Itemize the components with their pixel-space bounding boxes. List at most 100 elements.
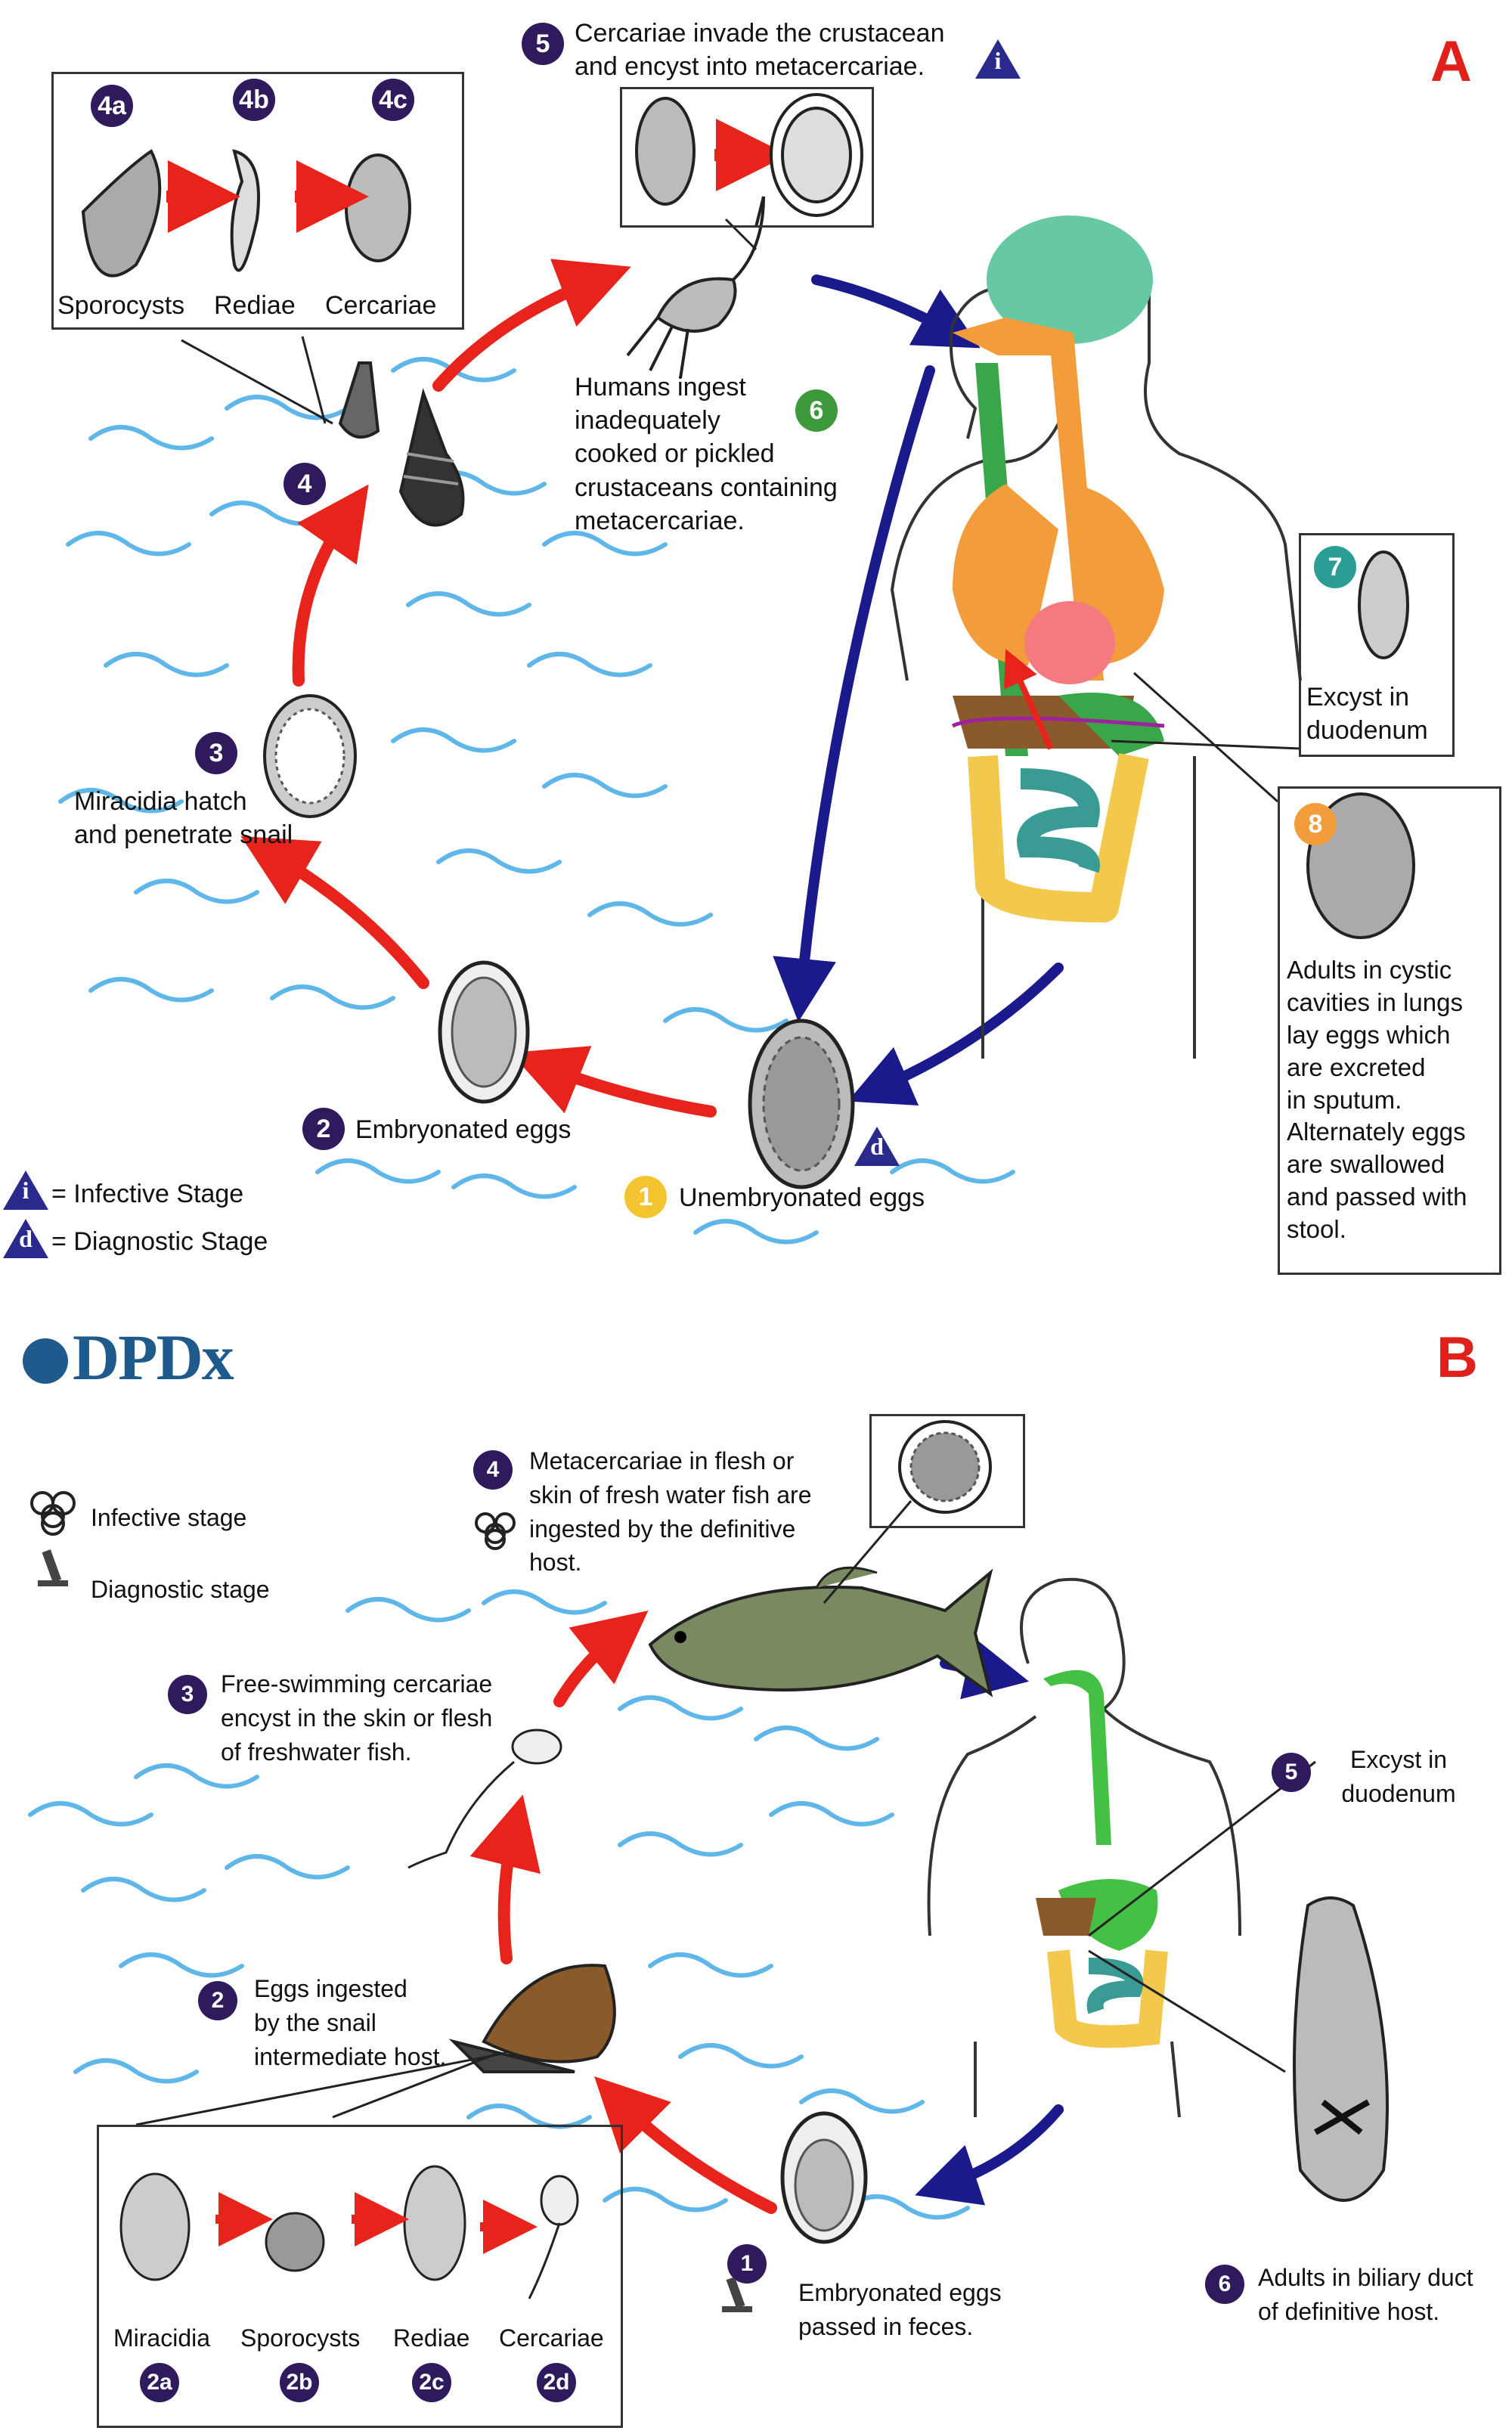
miracidium-egg xyxy=(263,694,357,818)
metacercariae-box-a xyxy=(620,87,874,228)
crustacean xyxy=(626,196,765,379)
step-badge-7-a: 7 xyxy=(1314,546,1356,588)
step2-b-line3: intermediate host. xyxy=(254,2042,447,2070)
step1-b-line1: Embryonated eggs xyxy=(798,2279,1002,2306)
step8-a-line9: stool. xyxy=(1287,1215,1346,1244)
metacercaria-b-icon xyxy=(898,1420,992,1514)
step-text-5-a: Cercariae invade the crustacean and ency… xyxy=(575,17,998,83)
step-badge-5-b: 5 xyxy=(1272,1753,1311,1792)
infective-stage-icon-step5 xyxy=(975,39,1021,79)
legend-diagnostic-text: = Diagnostic Stage xyxy=(51,1227,268,1256)
step-text-6-b: Adults in biliary duct of definitive hos… xyxy=(1258,2261,1507,2329)
microscope-icon-step1 xyxy=(722,2277,752,2312)
biohazard-icon xyxy=(30,1491,76,1536)
step-badge-4-a: 4 xyxy=(284,463,326,505)
cercaria-b xyxy=(407,1729,562,1869)
larval-stages-b-icons xyxy=(119,2165,579,2299)
step6-b-line2: of definitive host. xyxy=(1258,2297,1440,2325)
legend-infective-icon xyxy=(3,1170,48,1210)
step-text-8-a: Adults in cystic cavities in lungs lay e… xyxy=(1287,954,1498,1246)
stage-label-sporocysts-b: Sporocysts xyxy=(240,2324,361,2352)
step3-b-line3: of freshwater fish. xyxy=(221,1738,412,1766)
step7-a-line2: duodenum xyxy=(1306,716,1428,746)
step8-a-line7: are swallowed xyxy=(1287,1150,1445,1179)
stage-label-sporocysts-a: Sporocysts xyxy=(57,291,185,320)
step-badge-8-a: 8 xyxy=(1294,803,1337,845)
snail-b xyxy=(448,1964,616,2073)
step-badge-4-b: 4 xyxy=(473,1450,513,1490)
blue-arrows-a xyxy=(773,274,1064,1106)
human-organs-b xyxy=(1036,1670,1168,2048)
legend-infective-text: = Infective Stage xyxy=(51,1180,244,1208)
step-badge-2-a: 2 xyxy=(302,1108,345,1150)
step4-b-line1: Metacercariae in flesh or xyxy=(529,1447,795,1474)
dpdx-logo-icon xyxy=(23,1338,68,1384)
step6-a-line4: crustaceans containing xyxy=(575,473,838,502)
step-badge-3-b: 3 xyxy=(168,1675,207,1714)
red-arrows-a xyxy=(240,259,717,1118)
step8-a-line3: lay eggs which xyxy=(1287,1020,1451,1049)
excyst-box-a xyxy=(1299,533,1455,757)
step3-a-line1: Miracidia hatch xyxy=(74,787,247,816)
step-badge-6-b: 6 xyxy=(1205,2265,1244,2304)
step6-a-line5: metacercariae. xyxy=(575,506,745,535)
dpdx-logo-text: DPDx xyxy=(73,1321,234,1394)
step-text-6-a: Humans ingest inadequately cooked or pic… xyxy=(575,371,922,538)
step-badge-2-b: 2 xyxy=(198,1981,237,2020)
excysted-metacercaria-a xyxy=(1358,550,1409,659)
legend-diagnostic-stage-b: Diagnostic stage xyxy=(91,1576,270,1603)
callout-lines-a xyxy=(181,218,1301,803)
adult-fluke-b xyxy=(1293,1896,1389,2202)
metacercaria-box-b xyxy=(869,1414,1025,1528)
stage-label-miracidia-b: Miracidia xyxy=(113,2324,211,2352)
step6-a-line1: Humans ingest xyxy=(575,373,746,402)
migration-arrow-a xyxy=(1004,649,1054,750)
step5-a-line1: Cercariae invade the crustacean xyxy=(575,19,945,48)
step4-b-line3: ingested by the definitive xyxy=(529,1515,796,1543)
step6-a-line3: cooked or pickled xyxy=(575,439,775,469)
step-badge-6-a: 6 xyxy=(795,389,838,432)
step-badge-4a-a: 4a xyxy=(91,85,133,127)
legend-diagnostic-symbol: d xyxy=(19,1225,33,1252)
step5-a-line2: and encyst into metacercariae. xyxy=(575,52,925,82)
step-badge-2c-b: 2c xyxy=(412,2363,451,2402)
step-text-2-b: Eggs ingested by the snail intermediate … xyxy=(254,1972,481,2073)
step-badge-2b-b: 2b xyxy=(280,2363,319,2402)
diagnostic-symbol-step1: d xyxy=(870,1133,884,1160)
step-text-1-b: Embryonated eggs passed in feces. xyxy=(798,2276,1055,2344)
larval-stages-a-icons xyxy=(81,149,411,278)
step2-b-line2: by the snail xyxy=(254,2008,376,2036)
step-badge-2d-b: 2d xyxy=(537,2363,576,2402)
infective-symbol-step5: i xyxy=(994,47,1002,74)
step-text-3-b: Free-swimming cercariae encyst in the sk… xyxy=(221,1667,553,1769)
step8-a-line6: Alternately eggs xyxy=(1287,1118,1466,1146)
step-text-3-a: Miracidia hatch and penetrate snail xyxy=(74,785,346,851)
step8-a-line8: and passed with xyxy=(1287,1183,1467,1211)
legend-infective-symbol: i xyxy=(22,1177,29,1204)
human-silhouette-b xyxy=(927,1577,1241,2118)
step8-a-line1: Adults in cystic xyxy=(1287,956,1452,984)
step8-a-line2: cavities in lungs xyxy=(1287,988,1463,1016)
stage-label-cercariae-b: Cercariae xyxy=(499,2324,604,2352)
adults-box-a xyxy=(1278,786,1501,1275)
step-badge-4b-a: 4b xyxy=(233,79,275,121)
panel-letter-b: B xyxy=(1436,1326,1478,1390)
step5-b-line1: Excyst in xyxy=(1349,1746,1448,1773)
step5-b-line2: duodenum xyxy=(1341,1779,1456,1807)
metacercariae-a-icons xyxy=(635,93,863,217)
step6-b-line1: Adults in biliary duct xyxy=(1258,2264,1473,2291)
step8-a-line4: are excreted xyxy=(1287,1053,1426,1081)
microscope-icon xyxy=(38,1549,68,1586)
stage-label-cercariae-a: Cercariae xyxy=(325,291,437,320)
freshwater-fish xyxy=(648,1566,993,1698)
snail-shells xyxy=(338,361,465,527)
panel-letter-a: A xyxy=(1430,29,1472,94)
step6-a-line2: inadequately xyxy=(575,406,720,436)
larval-stages-box-a xyxy=(51,72,464,330)
callout-line-fish xyxy=(823,1500,912,1604)
red-arrows-b xyxy=(469,1611,777,2214)
step-text-5-b: Excyst in duodenum xyxy=(1315,1743,1482,1811)
step7-a-line1: Excyst in xyxy=(1306,683,1410,712)
step2-b-line1: Eggs ingested xyxy=(254,1975,407,2002)
